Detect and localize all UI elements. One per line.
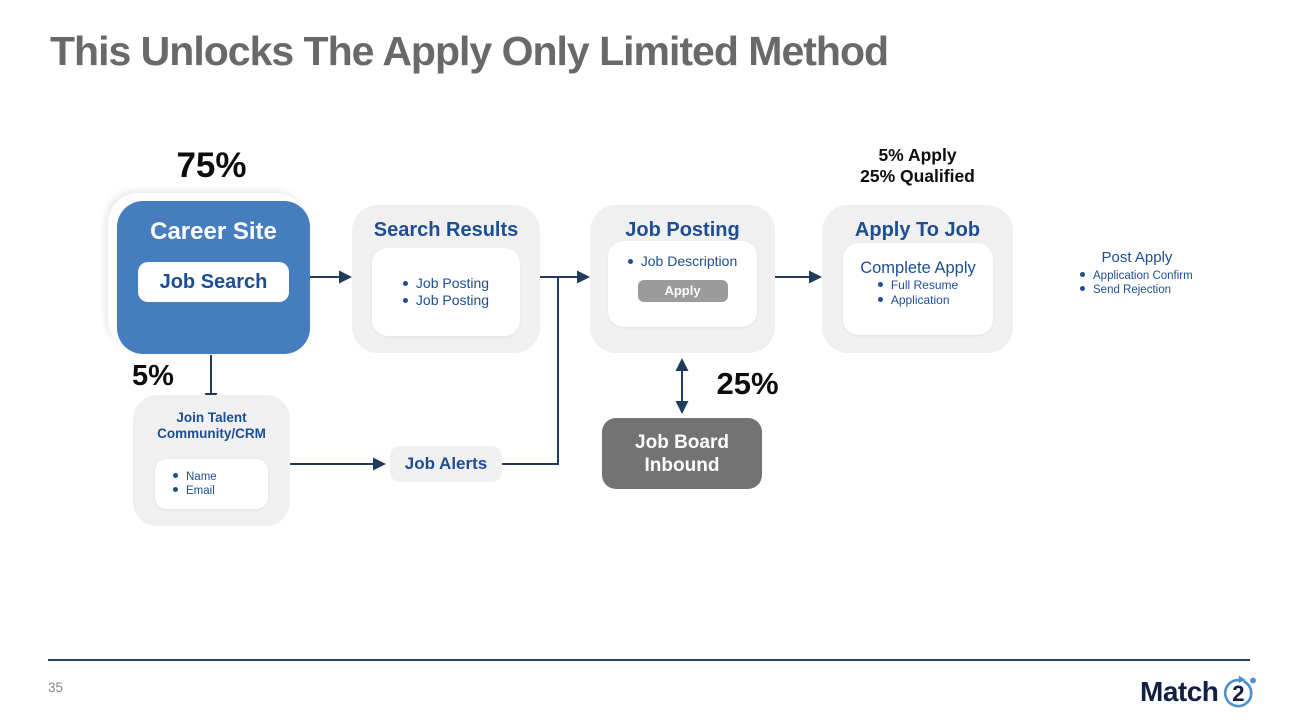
page-number: 35 [48, 680, 64, 695]
list-item: Application Confirm [1080, 269, 1212, 283]
node-job-board-inbound: Job Board Inbound [602, 418, 762, 489]
join-talent-list: Name Email [155, 470, 217, 498]
footer-divider [48, 659, 1250, 661]
search-results-panel: Job Posting Job Posting [372, 248, 520, 336]
stat-apply: 5% Apply [878, 145, 957, 165]
label-apply-qualified-stats: 5% Apply 25% Qualified [812, 145, 1023, 187]
node-search-results: Search Results Job Posting Job Posting [352, 205, 540, 353]
apply-to-job-list: Full Resume Application [878, 278, 958, 307]
post-apply-list: Application Confirm Send Rejection [1062, 269, 1212, 297]
label-75-percent: 75% [176, 146, 247, 185]
post-apply-block: Post Apply Application Confirm Send Reje… [1062, 249, 1212, 297]
job-search-button: Job Search [138, 262, 289, 302]
list-item: Job Posting [403, 275, 489, 293]
logo-circle-arrow-icon [1224, 675, 1257, 708]
post-apply-title: Post Apply [1101, 249, 1173, 266]
list-item: Send Rejection [1080, 283, 1212, 297]
label-25-percent: 25% [716, 366, 779, 401]
job-posting-list: Job Description [628, 253, 738, 271]
job-alerts-title: Job Alerts [404, 454, 488, 473]
job-board-title-line2: Inbound [644, 454, 720, 476]
apply-button: Apply [637, 279, 728, 302]
node-job-alerts: Job Alerts [390, 446, 502, 482]
list-item: Job Posting [403, 292, 489, 310]
list-item: Email [173, 484, 217, 498]
search-results-list: Job Posting Job Posting [403, 275, 489, 310]
logo-circle-mark: 2 [1219, 673, 1257, 711]
stat-qualified: 25% Qualified [860, 166, 975, 186]
join-talent-panel: Name Email [155, 459, 268, 509]
match2-logo: Match 2 [1140, 672, 1257, 712]
node-career-site: Career Site Job Search [117, 201, 310, 354]
list-item: Full Resume [878, 278, 958, 293]
join-talent-title: Join Talent Community/CRM [133, 410, 290, 441]
node-join-talent-community: Join Talent Community/CRM Name Email [133, 395, 290, 526]
join-talent-title-line1: Join Talent [176, 410, 247, 425]
slide-title: This Unlocks The Apply Only Limited Meth… [50, 28, 889, 74]
label-5-percent: 5% [132, 360, 174, 392]
logo-digit: 2 [1232, 680, 1245, 706]
job-board-title-line1: Job Board [635, 431, 729, 453]
node-apply-to-job: Apply To Job Complete Apply Full Resume … [822, 205, 1013, 353]
node-job-posting: Job Posting Job Description Apply [590, 205, 775, 353]
complete-apply-label: Complete Apply [860, 259, 976, 277]
join-talent-title-line2: Community/CRM [157, 425, 266, 441]
apply-to-job-title: Apply To Job [854, 219, 981, 241]
logo-wordmark: Match [1140, 676, 1219, 707]
list-item: Job Description [628, 253, 738, 271]
job-posting-title: Job Posting [625, 219, 740, 241]
apply-to-job-panel: Complete Apply Full Resume Application [843, 243, 993, 335]
career-site-title: Career Site [150, 218, 277, 245]
job-posting-panel: Job Description Apply [608, 241, 757, 327]
list-item: Application [878, 293, 958, 308]
search-results-title: Search Results [373, 219, 519, 241]
list-item: Name [173, 470, 217, 484]
